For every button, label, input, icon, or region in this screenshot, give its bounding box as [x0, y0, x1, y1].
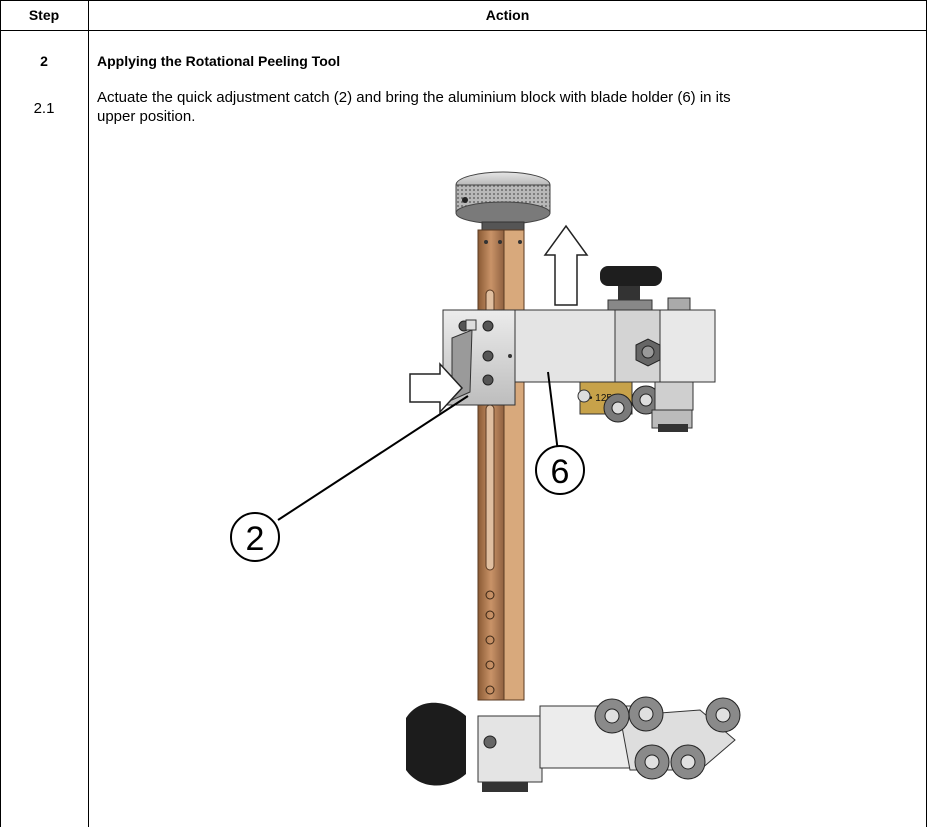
- base-assembly: [406, 696, 741, 792]
- table-top-border: [0, 0, 927, 1]
- vertical-rod: [477, 229, 525, 701]
- push-arrow-icon: [409, 362, 464, 414]
- clamp-knob: [600, 266, 691, 311]
- blade-holder: • 125: [577, 381, 694, 432]
- table-left-border: [0, 0, 1, 827]
- callout-2: 2: [230, 512, 280, 562]
- roller-wheels: [594, 696, 741, 780]
- header-step: Step: [28, 7, 60, 23]
- step-number-2: 2: [40, 53, 48, 69]
- step-number-2-1: 2.1: [33, 100, 55, 117]
- step-instruction-line-1: Actuate the quick adjustment catch (2) a…: [97, 89, 731, 106]
- step-instruction-line-2: upper position.: [97, 108, 196, 125]
- header-action: Action: [485, 7, 530, 23]
- header-bottom-border: [0, 30, 927, 31]
- column-divider: [88, 0, 89, 827]
- up-arrow-icon: [543, 224, 589, 306]
- scale-label: • 125: [589, 393, 612, 404]
- callout-6: 6: [535, 445, 585, 495]
- svg-text:6: 6: [551, 453, 570, 491]
- section-title: Applying the Rotational Peeling Tool: [97, 53, 341, 69]
- svg-text:2: 2: [246, 520, 265, 558]
- top-knob: [455, 171, 551, 237]
